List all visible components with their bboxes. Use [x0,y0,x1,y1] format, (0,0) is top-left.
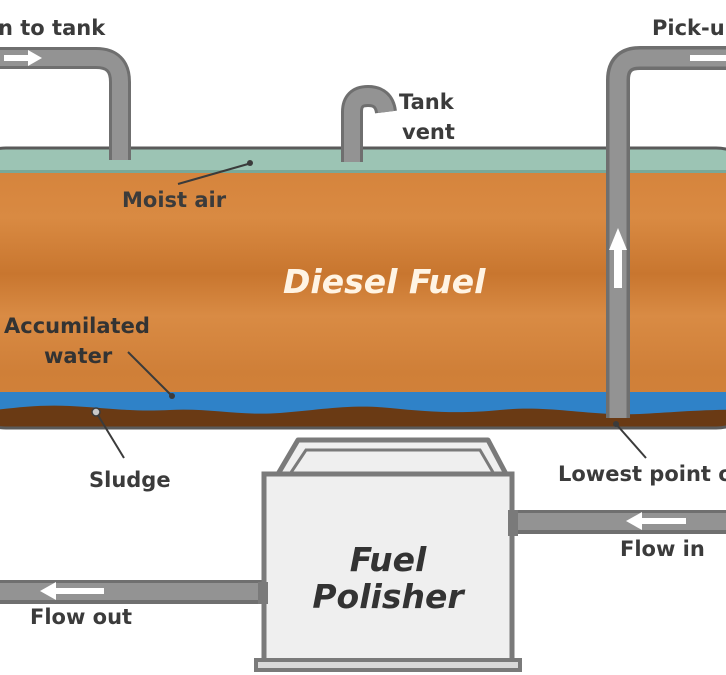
pick-up-flow-arrow-icon [609,228,627,288]
fuel-polisher-title-line2: Polisher [312,577,464,616]
sludge-layer [0,405,726,428]
moist-air-label: Moist air [122,188,227,212]
return-flow-arrow-icon [4,50,42,66]
accumulated-water-label-line2: water [44,344,113,368]
leader-lines [91,160,647,459]
accumulated-water-label-line1: Accumilated [4,314,150,338]
fuel-polisher-title-line1: Fuel [349,540,427,579]
pick-up-top-arrow-icon [690,55,726,61]
lowest-point-leader-dot [613,421,619,427]
pick-up-label: Pick-up [652,16,726,40]
return-to-tank-label: n to tank [0,16,106,40]
flow-in-pipe [510,510,726,534]
fuel-polisher-unit [254,437,522,672]
sludge-leader-dot [91,407,101,417]
pick-up-pipe [606,46,726,418]
diesel-fuel-title: Diesel Fuel [283,262,486,301]
flow-out-label: Flow out [30,605,133,629]
water-leader-dot [169,393,175,399]
tank-vent-label-line2: vent [402,120,455,144]
water-leader [127,351,173,397]
lowest-point-leader [615,423,647,459]
flow-in-label: Flow in [620,537,705,561]
flow-out-pipe [0,580,262,604]
return-pipe [0,47,131,160]
diesel-tank [0,148,726,428]
tank-vent-label-line1: Tank [399,90,454,114]
sludge-leader [95,411,125,459]
moist-air-leader [177,163,249,185]
sludge-label: Sludge [89,468,171,492]
tank-vent-pipe [341,84,397,162]
fuel-layer [0,148,726,428]
air-fuel-boundary [0,170,726,173]
flow-in-arrow-icon [626,512,686,530]
moist-air-leader-dot [247,160,253,166]
lowest-point-label: Lowest point o [558,462,726,486]
flow-out-arrow-icon [40,582,104,600]
